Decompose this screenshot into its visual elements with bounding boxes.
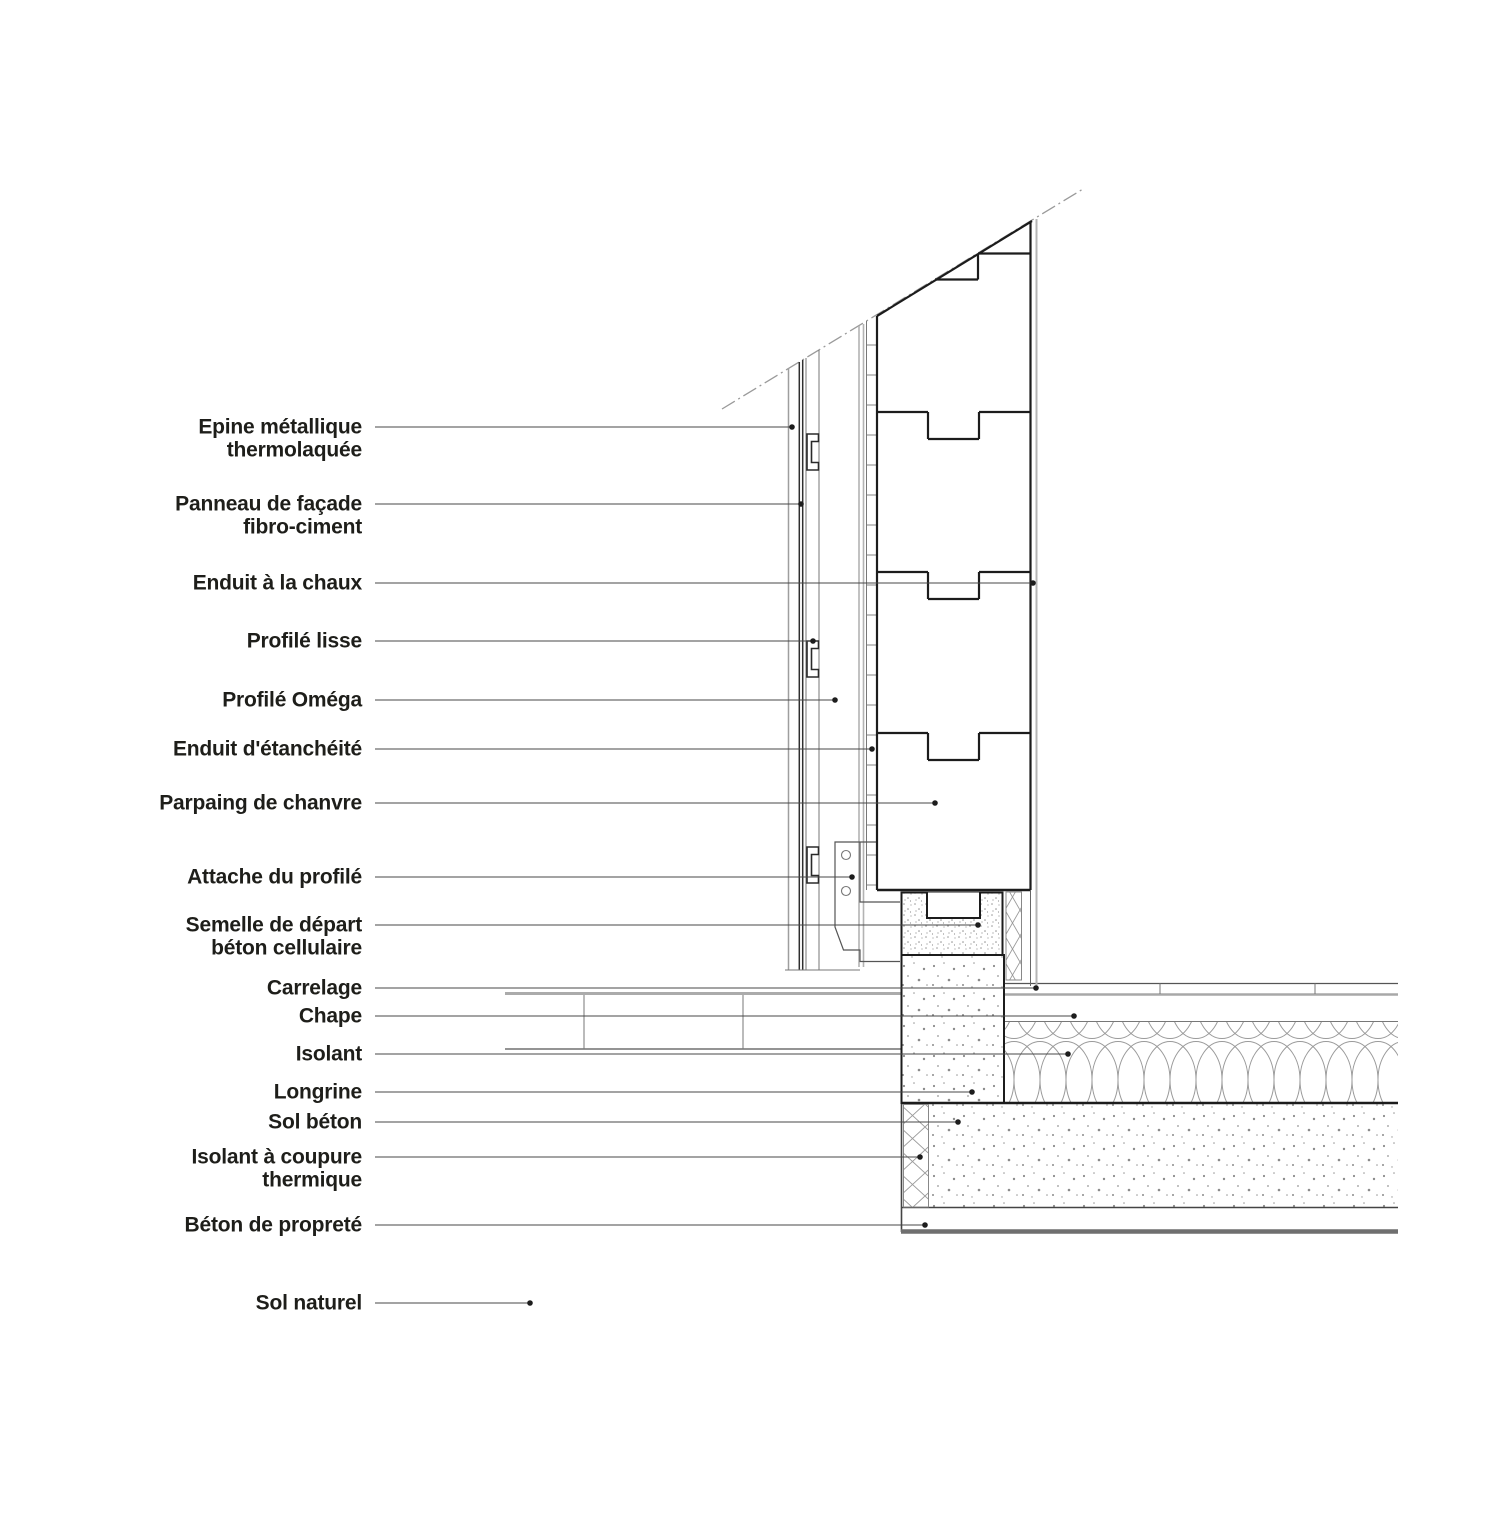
ground-beam (900, 954, 1005, 1104)
label-enduit-etancheite: Enduit d'étanchéité (172, 737, 362, 761)
leader-dot-sol-beton (955, 1119, 961, 1125)
label-semelle-depart: Semelle de départ béton cellulaire (185, 913, 363, 960)
leader-dot-sol-naturel (527, 1300, 533, 1306)
leader-dot-enduit-etancheite (869, 746, 875, 752)
leader-dot-enduit-chaux (1030, 580, 1036, 586)
label-sol-naturel: Sol naturel (255, 1291, 363, 1315)
leader-dot-longrine (969, 1089, 975, 1095)
hemp-block-wall-shape (877, 410, 1030, 441)
perimeter-insulation-strip-shape (1005, 891, 1022, 981)
leader-dot-carrelage (1033, 985, 1039, 991)
leader-dot-chape (1071, 1013, 1077, 1019)
profile-bracket (834, 841, 900, 963)
ground-beam-shape (900, 954, 1005, 1104)
label-longrine: Longrine (273, 1080, 362, 1104)
leader-lines (375, 424, 1077, 1306)
omega-profile-lines (858, 324, 865, 967)
concrete-slab (900, 1101, 1398, 1232)
label-enduit-chaux: Enduit à la chaux (192, 571, 363, 595)
profile-bracket-shape (834, 841, 900, 963)
label-chape: Chape (298, 1004, 362, 1028)
leader-dot-panneau-facade (798, 501, 804, 507)
leader-dot-profile-omega (832, 697, 838, 703)
exterior-paving (505, 992, 901, 1050)
cellular-concrete-starter-sill-shape (900, 891, 1004, 956)
label-attache-profile: Attache du profilé (187, 865, 362, 889)
label-isolant: Isolant (295, 1042, 362, 1066)
leader-dot-isolant-coupure (917, 1154, 923, 1160)
leader-dot-beton-proprete (922, 1222, 928, 1228)
waterproof-render-layer-shape (866, 322, 877, 890)
profile-bracket-shape (859, 842, 900, 903)
hemp-block-wall-shape (935, 253, 980, 281)
label-sol-beton: Sol béton (268, 1110, 362, 1134)
cellular-concrete-starter-sill-shape (926, 892, 981, 919)
leader-dot-epine-metallique (789, 424, 795, 430)
hemp-block-wall (875, 220, 1033, 892)
smooth-profile-clips-shape (806, 640, 820, 678)
label-parpaing-chanvre: Parpaing de chanvre (159, 791, 362, 815)
leader-dot-parpaing-chanvre (932, 800, 938, 806)
label-isolant-coupure: Isolant à coupure thermique (191, 1145, 363, 1192)
label-beton-proprete: Béton de propreté (184, 1213, 363, 1237)
label-carrelage: Carrelage (266, 976, 362, 1000)
hemp-block-wall-shape (876, 220, 1033, 317)
facade-cladding-layers (785, 350, 860, 971)
thermal-break-insulation-shape (903, 1104, 929, 1208)
bracket-bolt-hole (840, 885, 852, 897)
interior-floor-layers (1005, 982, 1398, 1102)
label-profile-lisse: Profilé lisse (246, 629, 362, 653)
concrete-slab-shape (929, 1104, 1398, 1207)
hemp-block-wall-shape (877, 731, 1030, 762)
lime-render-layer (1030, 219, 1038, 987)
smooth-profile-clips (806, 433, 820, 884)
label-epine-metallique: Epine métallique thermolaquée (198, 415, 362, 462)
label-profile-omega: Profilé Oméga (222, 688, 362, 712)
smooth-profile-clips-shape (806, 846, 820, 884)
thermal-break-insulation (903, 1104, 929, 1208)
label-panneau-facade: Panneau de façade fibro-ciment (175, 492, 362, 539)
leader-dot-profile-lisse (810, 638, 816, 644)
leader-dot-attache-profile (849, 874, 855, 880)
smooth-profile-clips-shape (806, 433, 820, 471)
perimeter-insulation-strip (1005, 891, 1022, 981)
floor-insulation-hatch (1005, 1022, 1398, 1102)
cellular-concrete-starter-sill (900, 891, 1004, 956)
bracket-bolt-hole (840, 849, 852, 861)
leader-dot-isolant (1065, 1051, 1071, 1057)
hemp-block-wall-shape (877, 570, 1030, 601)
leader-dot-semelle-depart (975, 922, 981, 928)
waterproof-render-layer (866, 321, 877, 890)
